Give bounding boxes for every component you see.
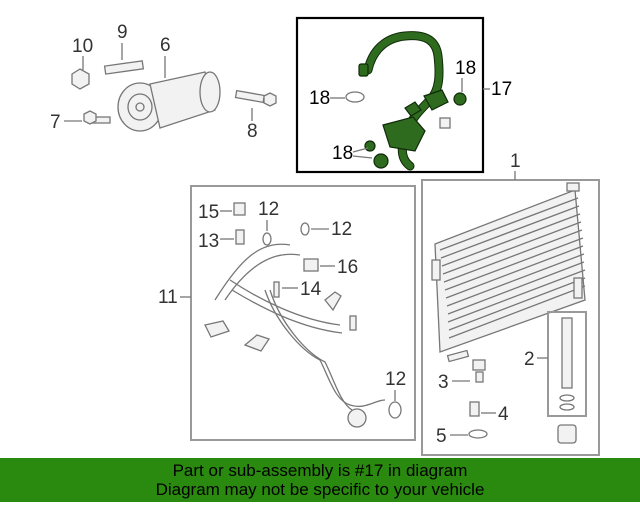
callout-14: 14	[300, 279, 322, 300]
callout-12-top: 12	[258, 199, 279, 220]
callout-6: 6	[160, 35, 171, 56]
callout-4: 4	[498, 404, 509, 425]
hose-assembly-part-17[interactable]	[358, 31, 449, 171]
parts-diagram: 10 9 6 7 8 18 18 18 17	[50, 16, 600, 456]
o-rings-part-18[interactable]	[345, 91, 467, 169]
callout-5: 5	[436, 426, 447, 447]
small-parts-box-11[interactable]	[233, 202, 402, 419]
bolt-part-8[interactable]	[234, 89, 277, 107]
callout-12-right: 12	[331, 219, 352, 240]
compressor-part-6[interactable]	[117, 71, 221, 132]
callout-16: 16	[337, 257, 358, 278]
banner-line-2: Diagram may not be specific to your vehi…	[155, 480, 485, 499]
callout-8: 8	[247, 121, 258, 142]
callout-3: 3	[438, 372, 449, 393]
callout-18-bottom: 18	[332, 143, 353, 164]
bolt-part-7[interactable]	[83, 110, 111, 125]
callout-11: 11	[158, 287, 178, 308]
callout-10: 10	[72, 36, 93, 57]
receiver-dehydrator-part-2[interactable]	[547, 311, 587, 444]
small-parts-box-1[interactable]	[446, 349, 488, 439]
box-assembly-17	[295, 16, 485, 174]
callout-15: 15	[198, 202, 219, 223]
compressor-group	[71, 60, 277, 132]
callout-18-right: 18	[455, 58, 476, 79]
info-banner: Part or sub-assembly is #17 in diagram D…	[0, 458, 640, 502]
callout-7: 7	[50, 112, 61, 133]
callout-18-left: 18	[309, 88, 330, 109]
box-assembly-11	[190, 185, 416, 441]
box-assembly-1	[421, 179, 600, 456]
callout-17: 17	[491, 79, 512, 100]
banner-line-1: Part or sub-assembly is #17 in diagram	[172, 461, 468, 480]
stud-part-9[interactable]	[103, 60, 145, 75]
callout-12-bottom: 12	[385, 369, 406, 390]
nut-part-10[interactable]	[71, 68, 90, 90]
ac-lines-part-11[interactable]	[204, 243, 386, 428]
callout-13: 13	[198, 231, 219, 252]
callout-1: 1	[510, 151, 521, 172]
callout-9: 9	[117, 22, 128, 43]
callout-2: 2	[524, 349, 535, 370]
